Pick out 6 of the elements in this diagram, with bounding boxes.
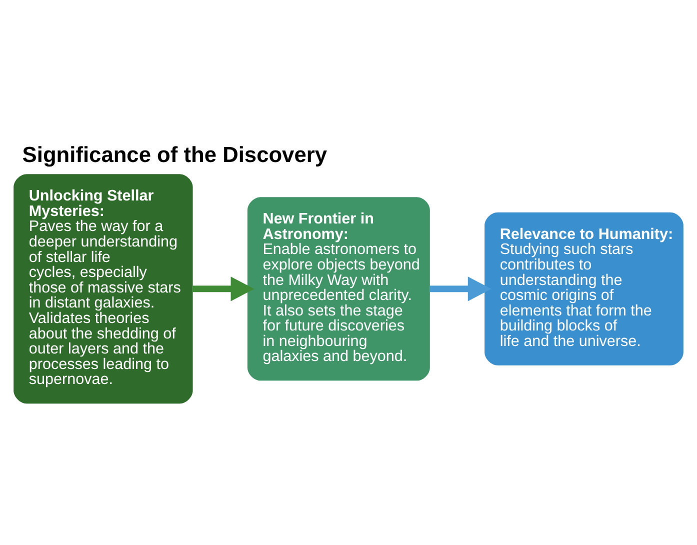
diagram-title: Significance of the Discovery xyxy=(22,142,328,168)
arrow xyxy=(430,276,492,302)
node-box: Unlocking Stellar Mysteries: Paves the way for a deeper understanding of stellar life cycles, especially those of massive stars in distant galaxies. Validates theories about the shedding of outer layers and the processes leading to supernovae. xyxy=(14,174,193,404)
node-box: New Frontier in Astronomy: Enable astronomers to explore objects beyond the Milky Way with unprecedented clarity. It also sets the stage for future discoveries in neighbouring galaxies and beyond. xyxy=(247,197,430,381)
arrow xyxy=(192,276,254,302)
node-box: Relevance to Humanity: Studying such stars contributes to understanding the cosmic origins of elements that form the building blocks of life and the universe. xyxy=(484,212,684,366)
